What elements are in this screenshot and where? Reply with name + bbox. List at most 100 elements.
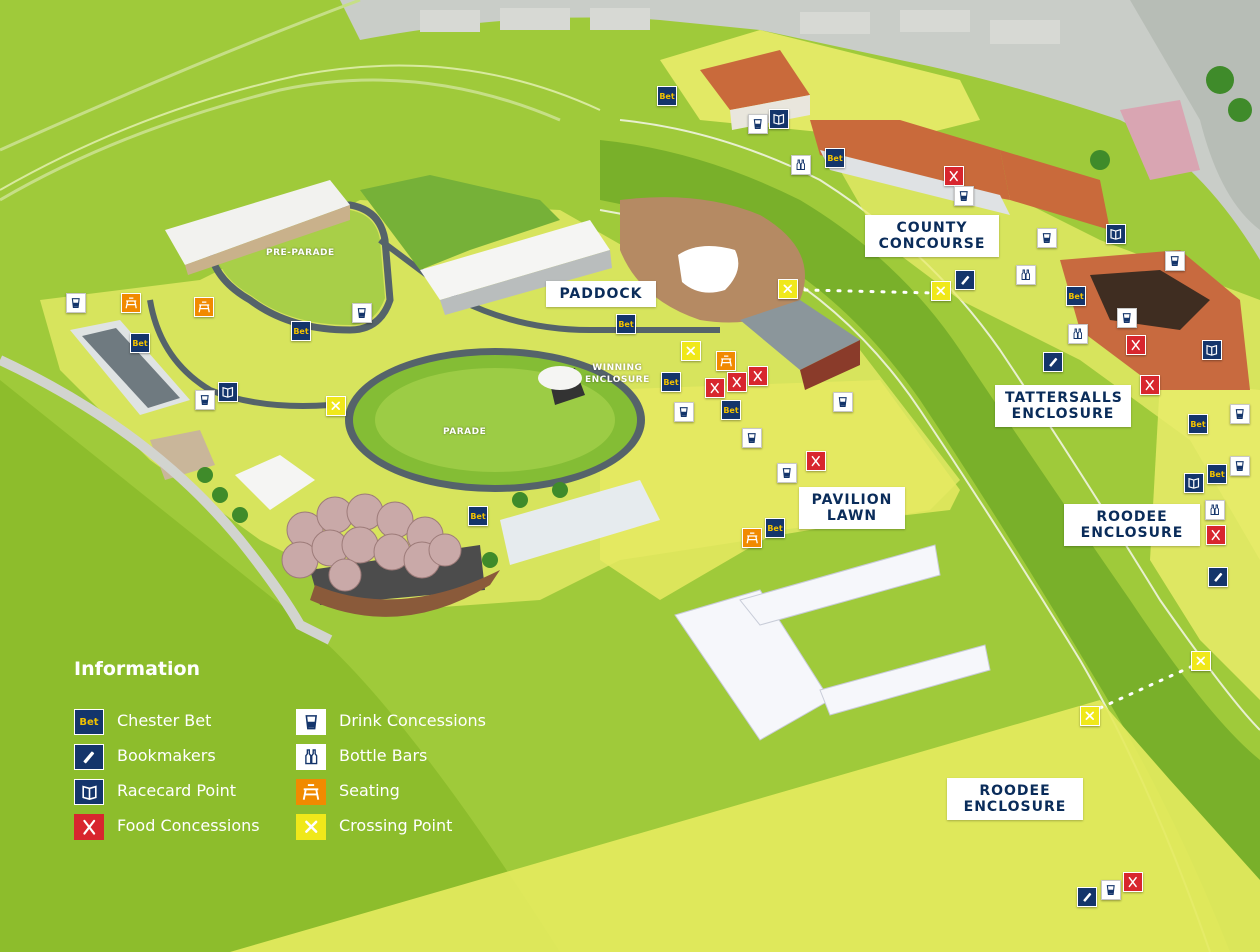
chester-bet-icon[interactable]: Bet — [616, 314, 636, 334]
drink-concession-icon[interactable] — [954, 186, 974, 206]
area-label-paddock: PADDOCK — [546, 281, 656, 307]
chester-bet-icon[interactable]: Bet — [825, 148, 845, 168]
crossing-point-icon[interactable] — [931, 281, 951, 301]
drink-concession-icon[interactable] — [674, 402, 694, 422]
area-label-line: TATTERSALLS — [1005, 390, 1123, 406]
crossing-point-icon[interactable] — [326, 396, 346, 416]
bottle-bar-icon[interactable] — [1205, 500, 1225, 520]
area-label-line: PADDOCK — [559, 286, 643, 302]
small-label-line: ENCLOSURE — [585, 375, 650, 385]
legend-label: Seating — [339, 781, 400, 800]
bet-text: Bet — [1068, 291, 1084, 301]
food-concession-icon[interactable] — [944, 166, 964, 186]
bet-text: Bet — [663, 377, 679, 387]
legend-label: Chester Bet — [117, 711, 212, 730]
bookmakers-icon[interactable] — [1077, 887, 1097, 907]
legend-label: Bottle Bars — [339, 746, 428, 765]
bottle-bar-icon[interactable] — [1016, 265, 1036, 285]
bet-text: Bet — [767, 523, 783, 533]
food-concession-icon[interactable] — [748, 366, 768, 386]
seating-icon[interactable] — [194, 297, 214, 317]
bottle-bar-icon[interactable] — [791, 155, 811, 175]
chester-bet-icon[interactable]: Bet — [1188, 414, 1208, 434]
area-label-line: CONCOURSE — [878, 236, 986, 252]
area-label-line: COUNTY — [896, 220, 968, 236]
racecard-point-icon[interactable] — [769, 109, 789, 129]
legend: Information Bet Chester Bet Bookmakers R… — [74, 658, 544, 848]
crossing-point-icon[interactable] — [681, 341, 701, 361]
small-label-line: PRE-PARADE — [266, 248, 335, 258]
area-label-line: LAWN — [826, 508, 878, 524]
bet-text: Bet — [723, 405, 739, 415]
chester-bet-icon[interactable]: Bet — [765, 518, 785, 538]
bottle-bar-icon[interactable] — [1068, 324, 1088, 344]
seating-icon[interactable] — [121, 293, 141, 313]
crossing-point-icon[interactable] — [778, 279, 798, 299]
area-label-line: PAVILION — [811, 492, 893, 508]
food-concession-icon — [74, 814, 104, 840]
bottle-bar-icon — [296, 744, 326, 770]
drink-concession-icon[interactable] — [1101, 880, 1121, 900]
drink-concession-icon[interactable] — [1230, 456, 1250, 476]
chester-bet-icon: Bet — [74, 709, 104, 735]
chester-bet-icon[interactable]: Bet — [130, 333, 150, 353]
crossing-point-icon — [296, 814, 326, 840]
food-concession-icon[interactable] — [705, 378, 725, 398]
drink-concession-icon[interactable] — [195, 390, 215, 410]
crossing-point-icon[interactable] — [1191, 651, 1211, 671]
bet-text: Bet — [79, 716, 99, 728]
bookmakers-icon[interactable] — [1208, 567, 1228, 587]
racecard-point-icon[interactable] — [1202, 340, 1222, 360]
food-concession-icon[interactable] — [1206, 525, 1226, 545]
bookmakers-icon[interactable] — [1043, 352, 1063, 372]
seating-icon[interactable] — [716, 351, 736, 371]
food-concession-icon[interactable] — [1126, 335, 1146, 355]
area-label-pavilion-lawn: PAVILION LAWN — [799, 487, 905, 529]
drink-concession-icon[interactable] — [833, 392, 853, 412]
drink-concession-icon[interactable] — [66, 293, 86, 313]
chester-bet-icon[interactable]: Bet — [1207, 464, 1227, 484]
drink-concession-icon[interactable] — [1037, 228, 1057, 248]
label-parade: PARADE — [443, 426, 486, 438]
bet-text: Bet — [132, 338, 148, 348]
food-concession-icon[interactable] — [1140, 375, 1160, 395]
legend-label: Bookmakers — [117, 746, 216, 765]
chester-bet-icon[interactable]: Bet — [657, 86, 677, 106]
crossing-point-icon[interactable] — [1080, 706, 1100, 726]
chester-bet-icon[interactable]: Bet — [1066, 286, 1086, 306]
chester-bet-icon[interactable]: Bet — [291, 321, 311, 341]
chester-bet-icon[interactable]: Bet — [721, 400, 741, 420]
racecard-point-icon[interactable] — [218, 382, 238, 402]
label-pre-parade: PRE-PARADE — [266, 247, 335, 259]
legend-label: Racecard Point — [117, 781, 237, 800]
bet-text: Bet — [659, 91, 675, 101]
bet-text: Bet — [470, 511, 486, 521]
racecard-point-icon[interactable] — [1106, 224, 1126, 244]
drink-concession-icon[interactable] — [1230, 404, 1250, 424]
racecard-point-icon[interactable] — [1184, 473, 1204, 493]
bet-text: Bet — [293, 326, 309, 336]
seating-icon — [296, 779, 326, 805]
bookmakers-icon[interactable] — [955, 270, 975, 290]
small-label-line: WINNING — [592, 363, 643, 373]
bookmakers-icon — [74, 744, 104, 770]
drink-concession-icon[interactable] — [1117, 308, 1137, 328]
drink-concession-icon[interactable] — [742, 428, 762, 448]
area-label-line: ENCLOSURE — [1080, 525, 1184, 541]
drink-concession-icon[interactable] — [777, 463, 797, 483]
label-winning-enclosure: WINNING ENCLOSURE — [585, 362, 650, 386]
area-label-line: ENCLOSURE — [1011, 406, 1115, 422]
drink-concession-icon[interactable] — [1165, 251, 1185, 271]
area-label-roodee-lower: ROODEE ENCLOSURE — [947, 778, 1083, 820]
chester-bet-icon[interactable]: Bet — [468, 506, 488, 526]
food-concession-icon[interactable] — [727, 372, 747, 392]
legend-label: Crossing Point — [339, 816, 453, 835]
food-concession-icon[interactable] — [806, 451, 826, 471]
food-concession-icon[interactable] — [1123, 872, 1143, 892]
drink-concession-icon[interactable] — [748, 114, 768, 134]
chester-bet-icon[interactable]: Bet — [661, 372, 681, 392]
drink-concession-icon[interactable] — [352, 303, 372, 323]
bet-text: Bet — [1209, 469, 1225, 479]
seating-icon[interactable] — [742, 528, 762, 548]
